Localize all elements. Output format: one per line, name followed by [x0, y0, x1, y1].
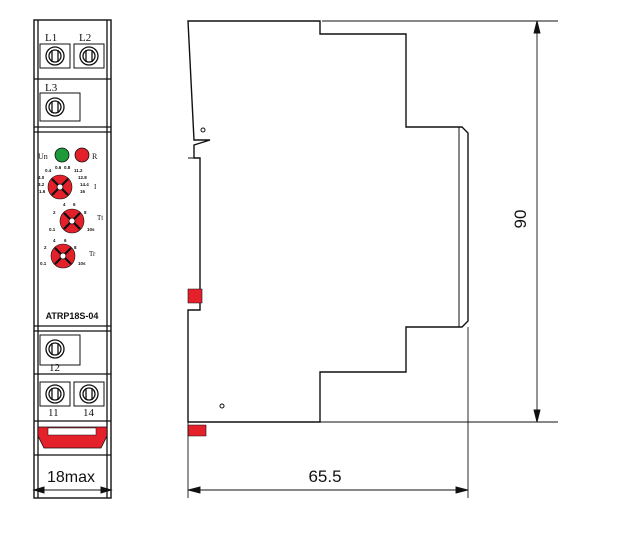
svg-text:14.4: 14.4 [80, 182, 89, 187]
terminal-label-l2: L2 [79, 32, 91, 44]
knob-trip-time [59, 208, 85, 234]
side-latch-upper [187, 288, 203, 304]
terminal-screw-l1 [45, 46, 65, 66]
knob-label-tt: Tt [97, 214, 103, 222]
svg-text:2: 2 [53, 210, 56, 215]
svg-text:11.2: 11.2 [74, 168, 83, 173]
terminal-screw-l3 [45, 97, 65, 117]
svg-text:4: 4 [53, 238, 56, 243]
led-un-indicator [54, 147, 70, 163]
scale-end-tr: 10s [78, 261, 86, 266]
svg-text:6: 6 [64, 238, 67, 243]
width-dimension-line [32, 486, 113, 494]
depth-dimension-label: 65.5 [308, 467, 341, 486]
knob-label-tr: Tr [89, 250, 96, 258]
svg-text:12.8: 12.8 [78, 175, 87, 180]
terminal-label-l3: L3 [45, 82, 58, 94]
height-dimension-label: 90 [511, 210, 530, 229]
knob-label-i: I [94, 183, 97, 191]
scale-start-tt: 0.1 [49, 227, 56, 232]
svg-text:0.4: 0.4 [45, 168, 52, 173]
knob-reset-time [50, 243, 76, 269]
svg-text:16: 16 [80, 189, 86, 194]
terminal-label-14: 14 [83, 407, 95, 419]
knob-current [47, 174, 73, 200]
terminal-screw-11 [45, 384, 65, 404]
terminal-screw-l2 [79, 46, 99, 66]
svg-text:4.0: 4.0 [38, 175, 45, 180]
front-body-outline [33, 19, 112, 499]
svg-text:6: 6 [73, 202, 76, 207]
side-rivet-top [200, 127, 206, 133]
indicator-label-un: Un [38, 152, 48, 161]
svg-text:8: 8 [74, 245, 77, 250]
scale-end-tt: 10s [87, 227, 95, 232]
height-dimension-line [320, 20, 558, 423]
scale-ticks-tt: 4 6 2 8 [53, 202, 87, 215]
svg-text:3.2: 3.2 [38, 182, 45, 187]
svg-text:1.6: 1.6 [39, 189, 46, 194]
side-rivet-bottom [219, 403, 225, 409]
led-r-indicator [74, 147, 90, 163]
width-dimension-label: 18max [47, 469, 95, 486]
side-view-profile [187, 20, 469, 423]
terminal-label-12: 12 [49, 362, 60, 374]
terminal-screw-12 [45, 339, 65, 359]
scale-ticks-tr: 4 6 2 8 [44, 238, 77, 250]
terminal-label-11: 11 [48, 407, 59, 419]
indicator-label-r: R [92, 152, 98, 161]
scale-start-tr: 0.1 [40, 261, 47, 266]
terminal-label-l1: L1 [45, 32, 57, 44]
din-rail-clip [37, 426, 108, 449]
svg-text:8: 8 [84, 210, 87, 215]
front-view [33, 19, 112, 499]
svg-text:4: 4 [63, 202, 66, 207]
side-latch-lower [187, 424, 207, 437]
svg-text:0.8: 0.8 [64, 165, 71, 170]
svg-text:2: 2 [44, 245, 47, 250]
terminal-screw-14 [79, 384, 99, 404]
svg-text:0.6: 0.6 [55, 165, 62, 170]
model-label: ATRP18S-04 [46, 311, 99, 321]
depth-dimension-line [187, 327, 469, 498]
